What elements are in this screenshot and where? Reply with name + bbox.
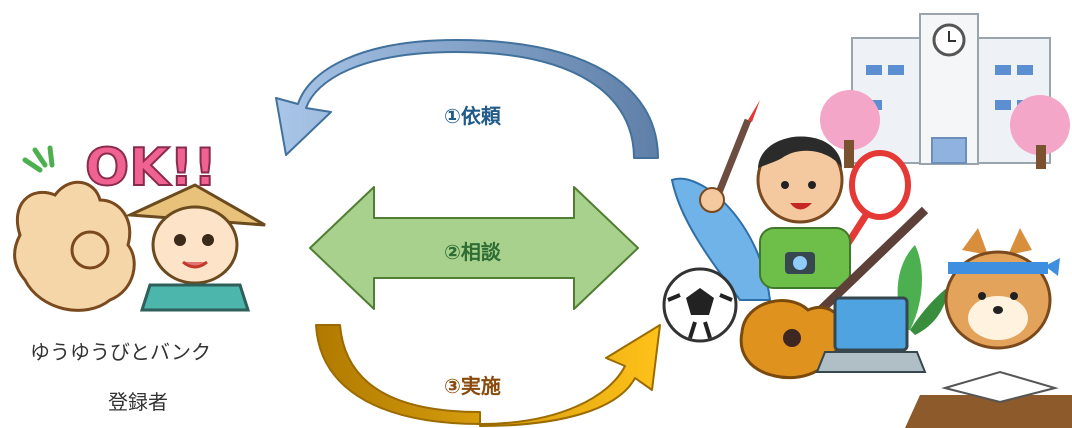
request-label: ①依頼: [444, 104, 501, 128]
boy-with-paintbrush-icon: [699, 100, 851, 289]
surfboard-icon: [670, 177, 772, 301]
tennis-racket-icon: [842, 150, 911, 250]
cherry-tree-icon: [820, 90, 1070, 169]
guitar-icon: [739, 206, 929, 380]
soccer-ball-icon: [662, 267, 738, 343]
consult-label: ②相談: [444, 240, 501, 264]
request-arrow: [275, 39, 659, 159]
school-building-icon: [851, 13, 1051, 165]
registrant-label: 登録者: [108, 390, 168, 414]
shiba-dog-studying-icon: [905, 228, 1072, 428]
laptop-icon: [815, 296, 927, 373]
consult-arrow: [309, 186, 639, 310]
registrant-bank-name: ゆうゆうびとバンク: [30, 340, 211, 364]
implement-label: ③実施: [444, 374, 501, 398]
implement-arrow: [315, 324, 661, 427]
ok-mascot-icon: OK!!: [13, 137, 266, 312]
